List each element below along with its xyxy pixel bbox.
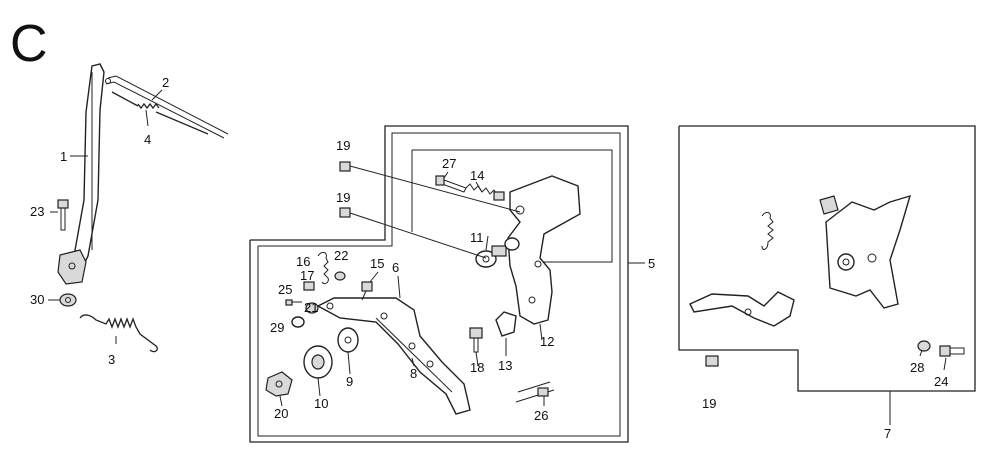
callout-28: 28: [910, 360, 924, 375]
callout-4: 4: [144, 132, 151, 147]
callout-3: 3: [108, 352, 115, 367]
callout-6: 6: [392, 260, 399, 275]
callout-9: 9: [346, 374, 353, 389]
screw-part-26: [515, 381, 555, 403]
spring-part-4: [111, 91, 209, 135]
assembly-frame-5: [249, 125, 645, 443]
bolt-part-28: [917, 340, 931, 352]
washer-part-11: [475, 237, 520, 268]
callout-12: 12: [540, 334, 554, 349]
callout-22: 22: [334, 248, 348, 263]
bolt-part-18: [469, 327, 483, 353]
callout-7: 7: [884, 426, 891, 441]
bolt-part-23: [57, 199, 69, 231]
bolt-part-14: [465, 183, 505, 201]
pin-part-17: [303, 281, 315, 291]
section-letter: C: [10, 15, 48, 73]
plate-part-frame-7: [819, 194, 912, 309]
disc-part-10: [303, 345, 333, 379]
callout-16: 16: [296, 254, 310, 269]
washer-part-29: [291, 316, 305, 328]
callout-11: 11: [470, 230, 484, 245]
nut-part-30: [59, 293, 77, 307]
callout-17: 17: [300, 268, 314, 283]
callout-19-frame-7: 19: [702, 396, 716, 411]
callout-26: 26: [534, 408, 548, 423]
callout-lead-lines: [48, 89, 947, 407]
callout-13: 13: [498, 358, 512, 373]
callout-29: 29: [270, 320, 284, 335]
callout-20: 20: [274, 406, 288, 421]
callout-19-upper: 19: [336, 138, 350, 153]
callout-30: 30: [30, 292, 44, 307]
callout-labels: 1 2 3 4 5 6 7 8 9 10 11 12 13 14 15 16 1…: [30, 75, 948, 441]
callout-21: 21: [304, 300, 318, 315]
wing-nut-part-20: [265, 371, 293, 397]
bolt-part-19-frame-7: [705, 355, 719, 367]
clip-part-13: [495, 311, 517, 337]
bolt-part-19-lower: [339, 207, 487, 259]
bolt-part-19-upper: [339, 161, 521, 213]
spring-frame-7: [761, 211, 774, 250]
lead-line-part-8: [411, 357, 415, 367]
bolt-part-24: [939, 345, 965, 357]
callout-14: 14: [470, 168, 484, 183]
callout-25: 25: [278, 282, 292, 297]
cable-part-2: [105, 75, 229, 139]
bracket-plate-part-12: [507, 175, 581, 325]
spring-part-3: [79, 314, 158, 353]
callout-2: 2: [162, 75, 169, 90]
callout-8: 8: [410, 366, 417, 381]
callout-5: 5: [648, 256, 655, 271]
control-rod-part-1: [57, 63, 105, 285]
callout-27: 27: [442, 156, 456, 171]
friction-washer-part-9: [337, 327, 359, 353]
screw-part-25: [285, 299, 302, 306]
throttle-lever-part-6: [316, 297, 471, 415]
callout-18: 18: [470, 360, 484, 375]
nut-part-21: [305, 302, 319, 314]
callout-24: 24: [934, 374, 948, 389]
callout-19-lower: 19: [336, 190, 350, 205]
nut-part-22: [334, 271, 346, 281]
bolt-part-15: [361, 281, 373, 301]
callout-10: 10: [314, 396, 328, 411]
spring-part-16: [317, 251, 329, 285]
callout-23: 23: [30, 204, 44, 219]
assembly-frame-7: [678, 125, 976, 425]
callout-1: 1: [60, 149, 67, 164]
lever-part-frame-7-lower: [689, 291, 795, 327]
callout-15: 15: [370, 256, 384, 271]
screw-part-27: [435, 175, 467, 193]
